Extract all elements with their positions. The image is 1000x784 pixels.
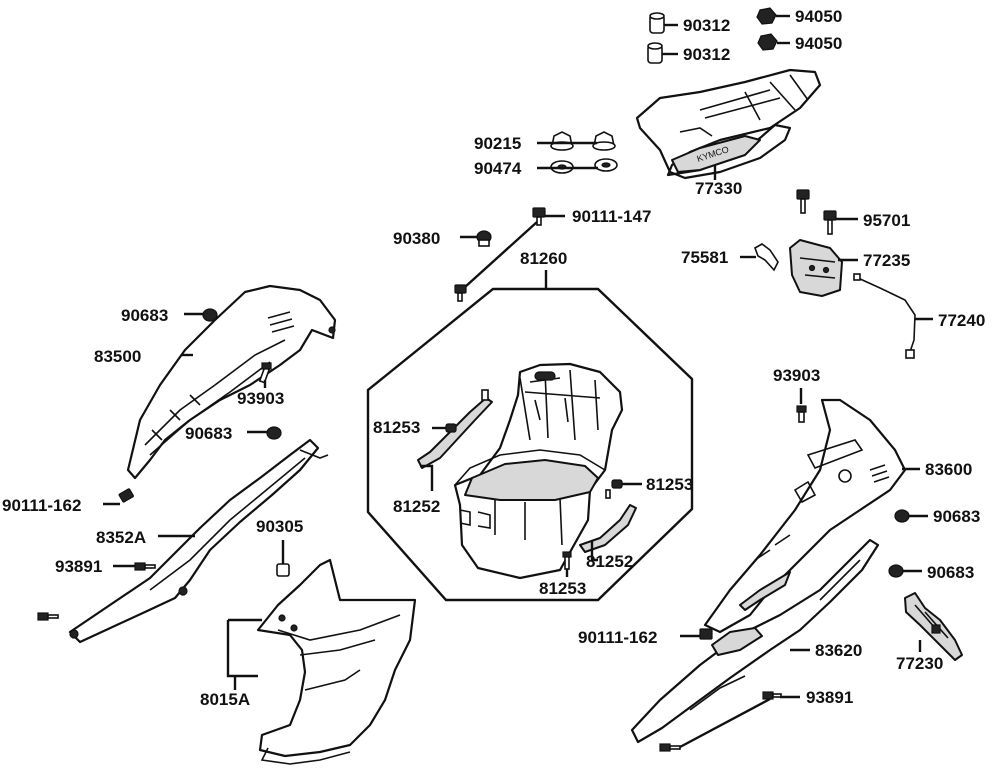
bolt-95701-b bbox=[823, 210, 837, 235]
bracket-77235 bbox=[789, 239, 843, 297]
screw-93891-extra bbox=[37, 612, 59, 621]
screw-81253-left bbox=[445, 389, 489, 433]
nut-90305 bbox=[276, 563, 290, 577]
label-90474: 90474 bbox=[474, 159, 522, 178]
bolt-90111-162-right bbox=[699, 628, 713, 640]
label-77235: 77235 bbox=[863, 251, 910, 270]
latch-77230 bbox=[904, 592, 963, 661]
label-93903-left: 93903 bbox=[237, 389, 284, 408]
label-75581: 75581 bbox=[681, 248, 728, 267]
label-90683-right-a: 90683 bbox=[933, 507, 980, 526]
label-81253-right: 81253 bbox=[646, 475, 693, 494]
helmet-box-icon bbox=[453, 362, 624, 580]
strap-81252-left bbox=[417, 397, 493, 469]
nut-90215-left bbox=[550, 131, 574, 151]
screw-90683-top bbox=[202, 308, 218, 322]
cable-77240 bbox=[853, 273, 916, 359]
screw-93903-right bbox=[796, 405, 807, 423]
label-81253-left: 81253 bbox=[373, 418, 420, 437]
label-94050-top: 94050 bbox=[795, 7, 842, 26]
label-90312-bottom: 90312 bbox=[683, 45, 730, 64]
collar-90312-bottom bbox=[647, 42, 663, 64]
label-81252-left: 81252 bbox=[393, 497, 440, 516]
label-81260: 81260 bbox=[520, 249, 567, 268]
label-8352A: 8352A bbox=[96, 528, 146, 547]
washer-90474-right bbox=[594, 158, 618, 172]
screw-93891-left bbox=[134, 562, 156, 571]
label-90111-147: 90111-147 bbox=[572, 207, 651, 226]
label-90683-mid: 90683 bbox=[185, 424, 232, 443]
screw-90683-right-b bbox=[888, 564, 904, 578]
screw-81253-bottom bbox=[562, 551, 572, 570]
label-83600: 83600 bbox=[925, 460, 972, 479]
label-77330: 77330 bbox=[695, 179, 742, 198]
label-90111-162-left: 90111-162 bbox=[2, 496, 81, 515]
bolt-90111-147-bottom bbox=[454, 284, 467, 302]
label-90305: 90305 bbox=[256, 517, 303, 536]
label-90111-162-right: 90111-162 bbox=[578, 628, 657, 647]
screw-93891-right bbox=[762, 691, 782, 700]
nut-90215-right bbox=[592, 131, 616, 151]
clamp-75581 bbox=[754, 243, 779, 272]
label-90683-top: 90683 bbox=[121, 306, 168, 325]
label-81253-bottom: 81253 bbox=[539, 579, 586, 598]
side-rail-83620 bbox=[630, 538, 880, 744]
label-90312-top: 90312 bbox=[683, 16, 730, 35]
nut-94050-bottom bbox=[757, 33, 778, 51]
bolt-95701-a bbox=[796, 189, 810, 214]
rear-carrier-icon: KYMCO bbox=[635, 68, 822, 180]
screw-93891-right-extra bbox=[659, 743, 681, 752]
label-83620: 83620 bbox=[815, 641, 862, 660]
label-8015A: 8015A bbox=[200, 690, 250, 709]
screw-93903-left bbox=[258, 362, 272, 384]
group-frame-81260 bbox=[366, 287, 694, 602]
screw-90683-mid bbox=[266, 426, 282, 440]
side-rail-8352A bbox=[68, 438, 329, 644]
label-93903-right: 93903 bbox=[773, 366, 820, 385]
label-93891-left: 93891 bbox=[55, 557, 102, 576]
label-77230: 77230 bbox=[896, 654, 943, 673]
bolt-90111-147-top bbox=[532, 207, 546, 226]
label-90215: 90215 bbox=[474, 134, 521, 153]
bolt-90111-162-left bbox=[118, 488, 134, 503]
clip-90380 bbox=[476, 230, 492, 247]
label-93891-right: 93891 bbox=[806, 688, 853, 707]
label-77240: 77240 bbox=[938, 311, 985, 330]
label-81252-right: 81252 bbox=[586, 552, 633, 571]
label-90380: 90380 bbox=[393, 229, 440, 248]
collar-90312-top bbox=[649, 12, 665, 34]
label-94050-bottom: 94050 bbox=[795, 34, 842, 53]
label-83500: 83500 bbox=[94, 347, 141, 366]
screw-81253-right bbox=[605, 479, 623, 499]
nut-94050-top bbox=[756, 7, 777, 25]
side-cover-right-83600 bbox=[703, 398, 907, 634]
screw-90683-right-a bbox=[894, 509, 910, 523]
label-90683-right-b: 90683 bbox=[927, 563, 974, 582]
side-cover-left-83500 bbox=[126, 284, 337, 480]
rear-fender-8015A bbox=[256, 558, 417, 765]
label-95701: 95701 bbox=[863, 211, 910, 230]
